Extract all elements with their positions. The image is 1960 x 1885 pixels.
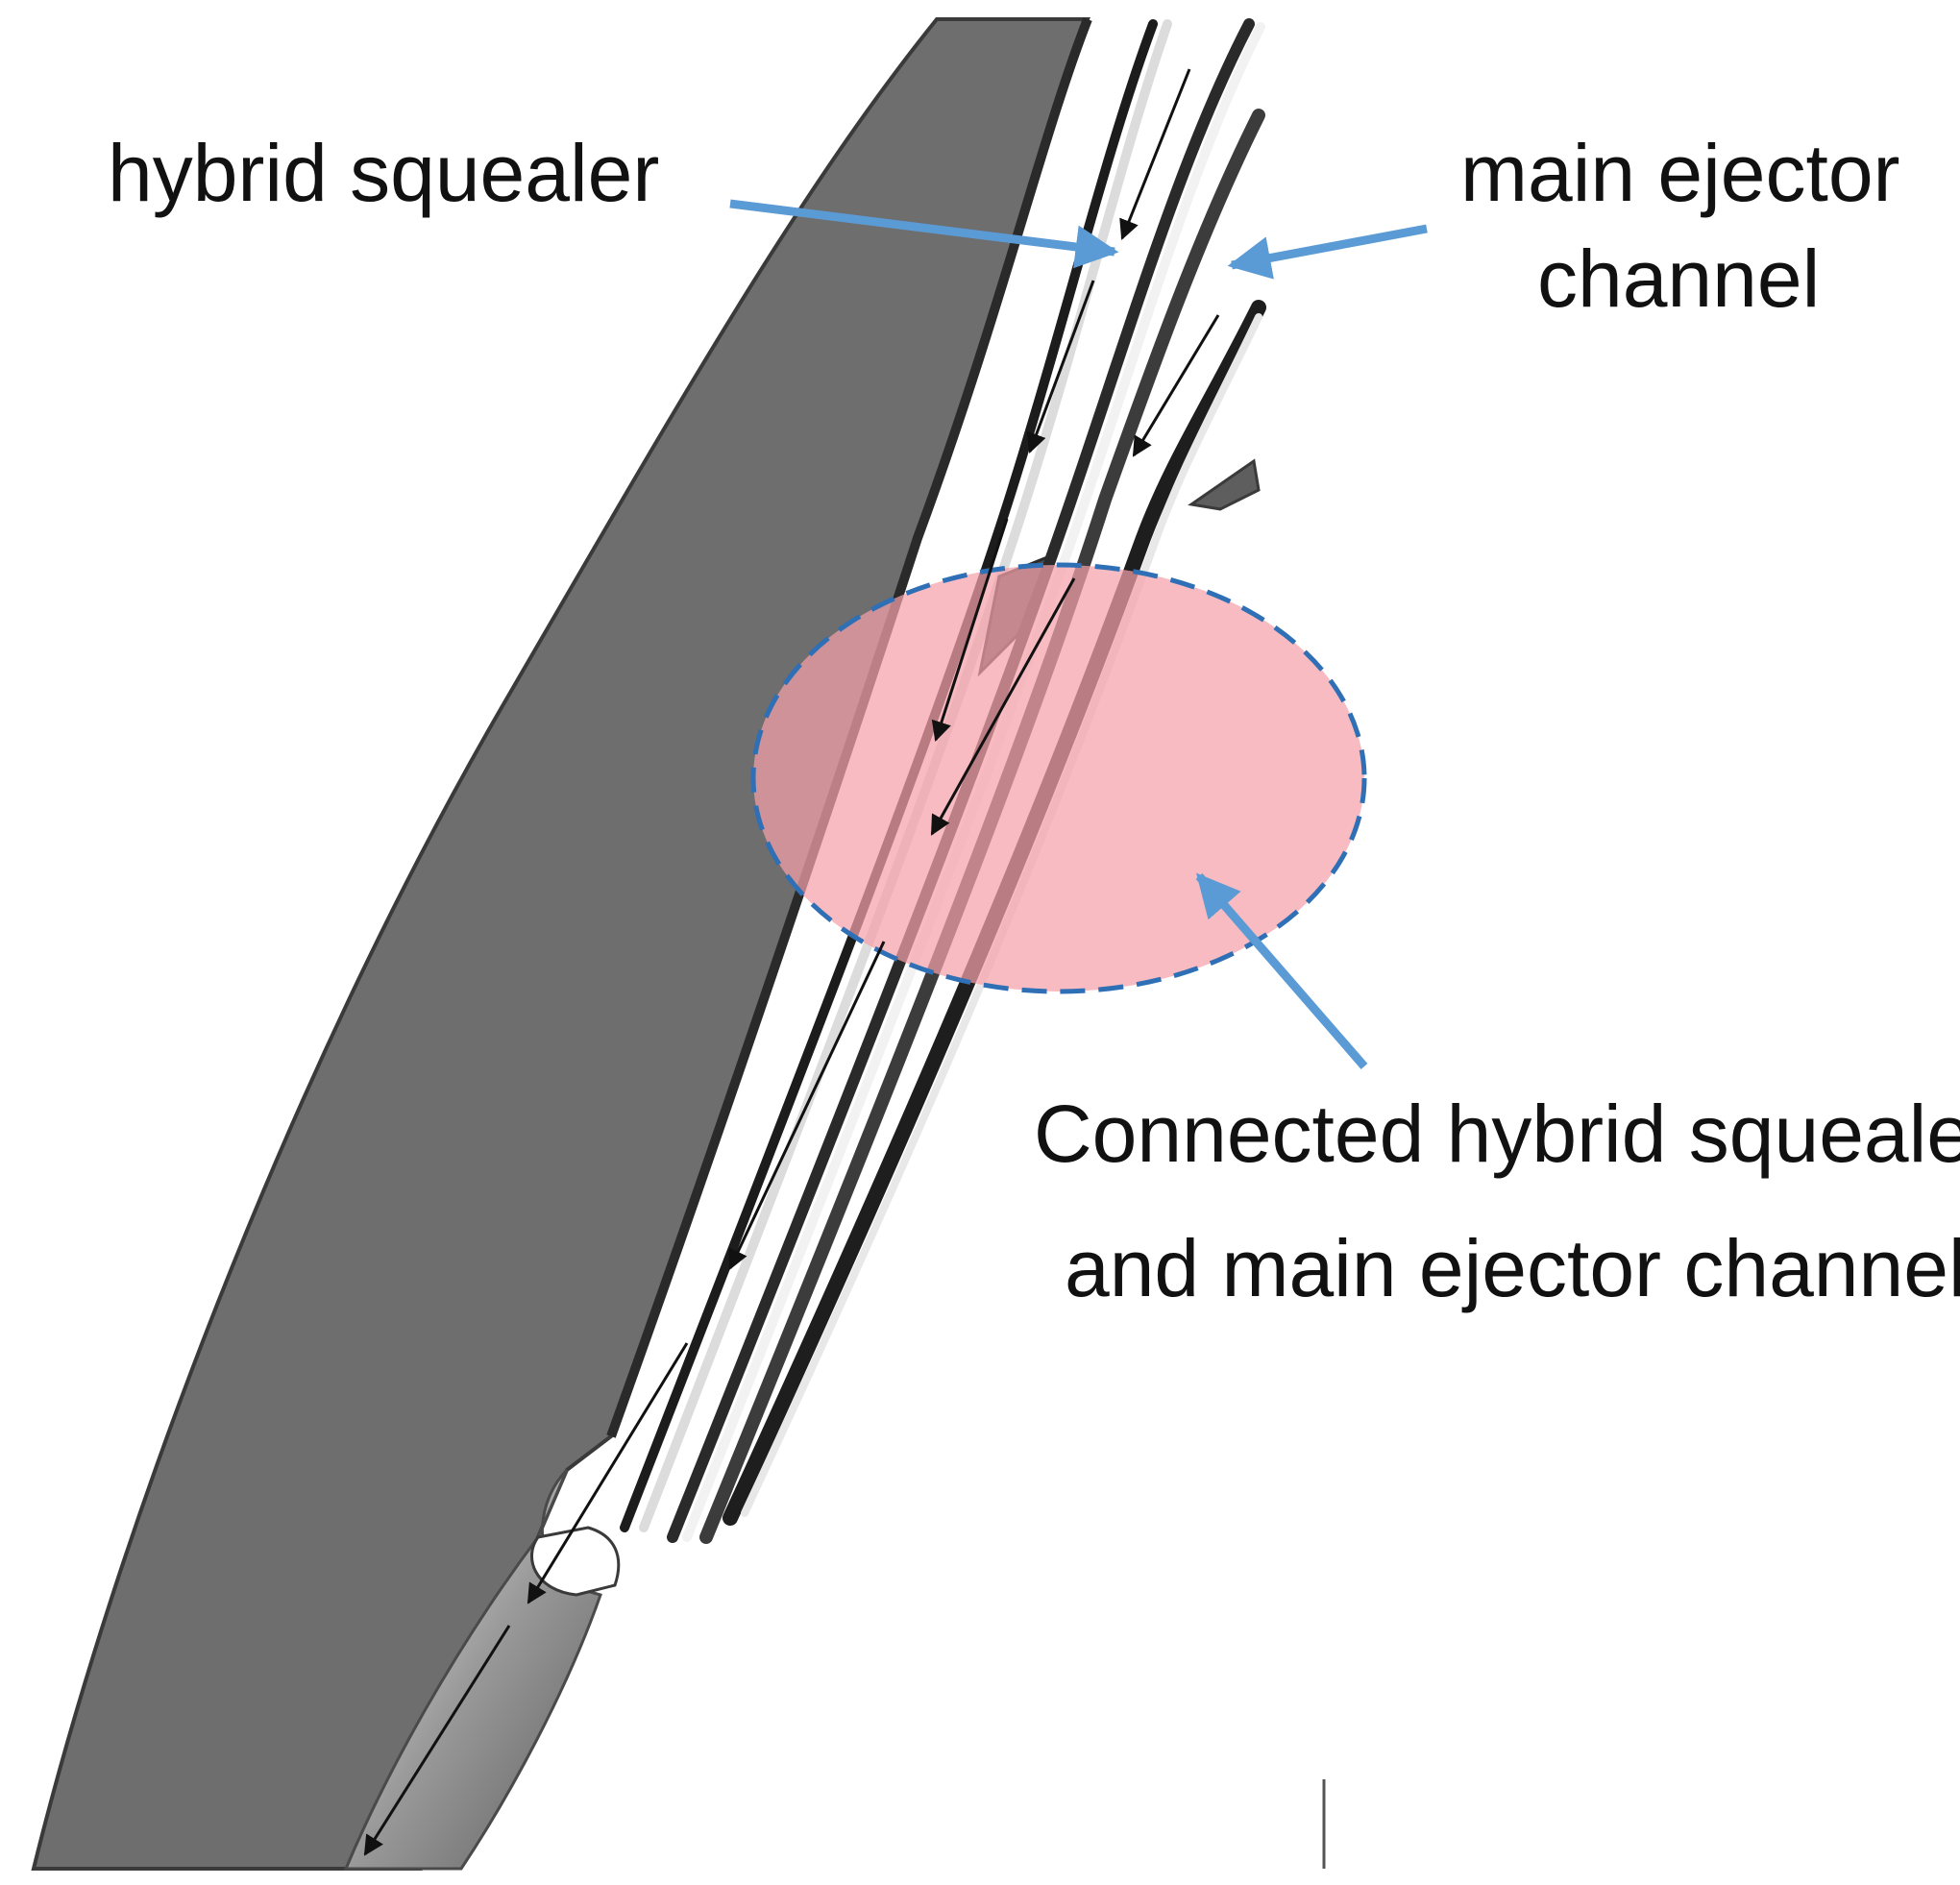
highlight-region <box>750 562 1367 994</box>
blade-tip-cap <box>530 1526 621 1597</box>
flow-arrow <box>930 577 1076 836</box>
flow-arrow <box>527 1342 689 1604</box>
flow-arrow <box>728 941 886 1270</box>
flow-arrow <box>1026 280 1095 453</box>
hybrid-squealer-label: hybrid squealer <box>108 128 660 218</box>
connected-label-line1: Connected hybrid squealer <box>1034 1089 1960 1179</box>
flow-arrows <box>363 68 1220 1856</box>
flow-arrow <box>1119 68 1191 240</box>
flow-arrow <box>931 518 1009 742</box>
callout-arrows <box>729 199 1428 1069</box>
connected-label-line2: and main ejector channel <box>1065 1223 1960 1313</box>
flow-arrow <box>363 1625 511 1856</box>
callout-arrow-hybrid-squealer <box>729 199 1119 269</box>
main-ejector-label-line2: channel <box>1537 233 1821 324</box>
main-ejector-label-line1: main ejector <box>1460 128 1900 218</box>
flow-arrow <box>1132 314 1220 457</box>
callout-arrow-main-ejector <box>1227 224 1428 280</box>
callout-arrow-connected <box>1195 872 1368 1069</box>
